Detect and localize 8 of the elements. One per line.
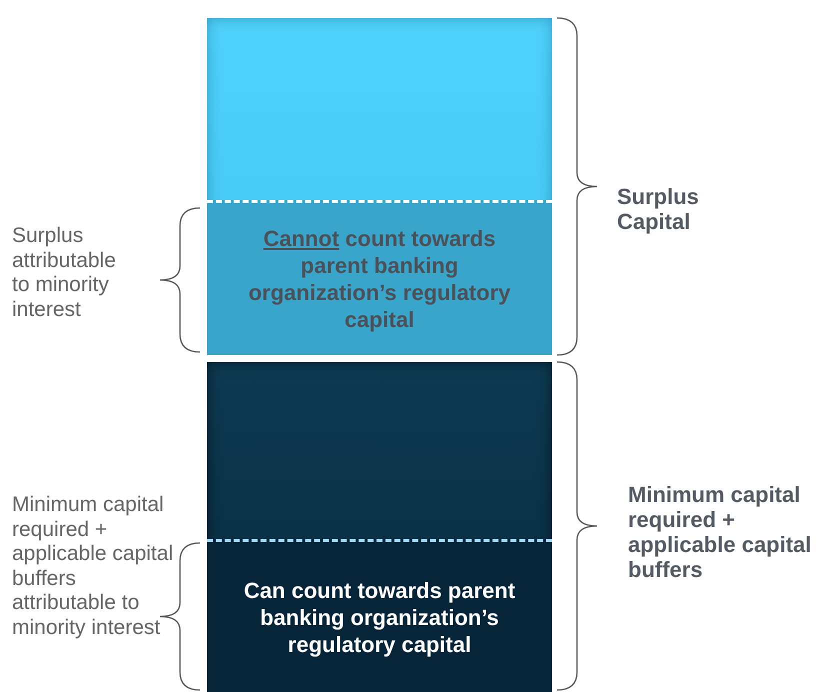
side-label: Minimum capital required + applicable capital buffers attributable to minority interest <box>12 493 174 640</box>
side-label: Minimum capital required + applicable capital buffers <box>628 482 812 582</box>
capital-bar <box>207 18 552 355</box>
side-label: Surplus attributable to minority interest <box>12 224 117 322</box>
side-label: Surplus Capital <box>617 184 700 234</box>
text-segment: Can count towards parent banking organization’s regulatory capital <box>207 539 552 692</box>
text-segment: Cannot count towards parent banking organization’s regulatory capital <box>207 200 552 355</box>
capital-bar <box>207 362 552 692</box>
